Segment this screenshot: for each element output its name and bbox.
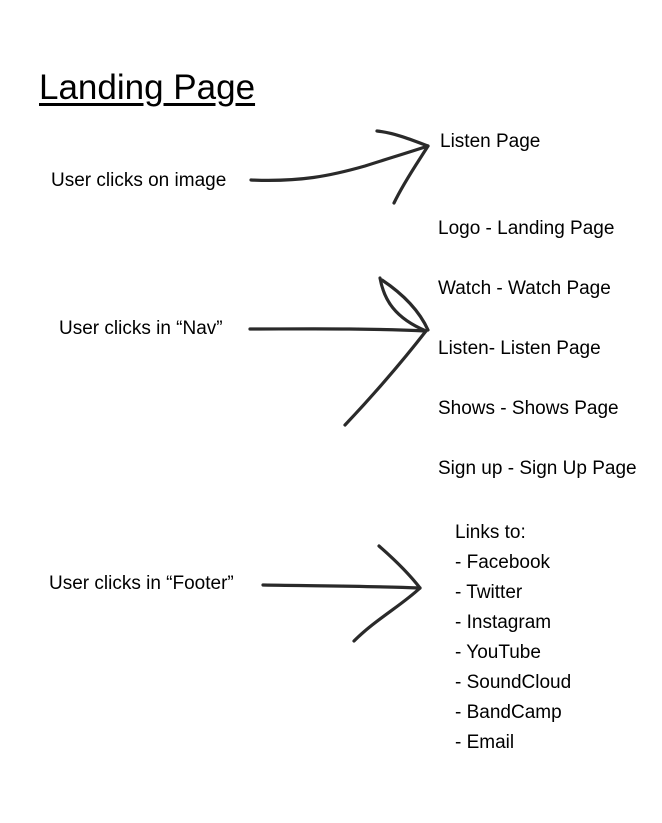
arrow-head <box>343 276 428 427</box>
footer-link-youtube: - YouTube <box>455 642 541 663</box>
nav-destination-listen: Listen- Listen Page <box>438 338 601 359</box>
footer-link-twitter: - Twitter <box>455 582 523 603</box>
nav-destination-watch: Watch - Watch Page <box>438 278 611 299</box>
trigger-nav-click: User clicks in “Nav” <box>59 318 223 339</box>
arrow-shaft <box>249 144 430 182</box>
footer-link-instagram: - Instagram <box>455 612 552 633</box>
arrow-head <box>352 544 422 643</box>
footer-link-facebook: - Facebook <box>455 552 551 573</box>
trigger-footer-click: User clicks in “Footer” <box>49 573 234 594</box>
destination-listen-page: Listen Page <box>440 131 541 152</box>
footer-link-email: - Email <box>455 732 515 753</box>
arrow-nav-to-pages <box>248 276 430 427</box>
arrow-shaft <box>248 327 428 333</box>
arrow-head-loop <box>380 278 430 332</box>
nav-destination-signup: Sign up - Sign Up Page <box>438 458 637 479</box>
arrow-head <box>375 129 430 205</box>
nav-destination-logo: Logo - Landing Page <box>438 218 615 239</box>
arrow-footer-to-links <box>261 544 422 643</box>
footer-links-heading: Links to: <box>455 522 526 543</box>
nav-destination-shows: Shows - Shows Page <box>438 398 619 419</box>
page-title: Landing Page <box>39 68 256 107</box>
footer-link-bandcamp: - BandCamp <box>455 702 562 723</box>
arrow-image-to-listen <box>249 129 430 205</box>
arrow-shaft <box>261 583 422 590</box>
trigger-image-click: User clicks on image <box>51 170 227 191</box>
footer-link-soundcloud: - SoundCloud <box>455 672 572 693</box>
